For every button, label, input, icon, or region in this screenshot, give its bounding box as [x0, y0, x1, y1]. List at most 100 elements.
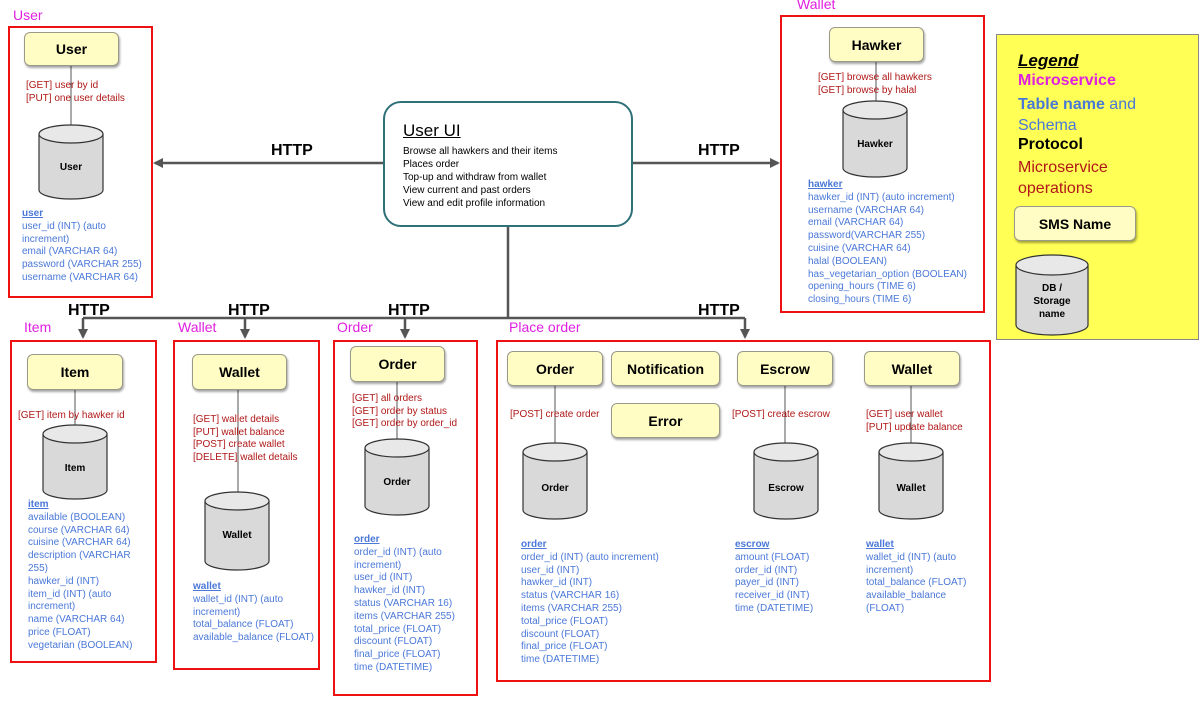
field: items (VARCHAR 255) [354, 610, 455, 622]
field: wallet_id (INT) (auto increment) [866, 551, 957, 576]
legend-protocol: Protocol [1018, 136, 1083, 153]
legend-microservice: Microservice [1018, 72, 1116, 89]
field: time (DATETIME) [354, 661, 433, 673]
section-label-order: Order [337, 319, 373, 335]
table-name: order [521, 539, 547, 550]
field: payer_id (INT) [735, 577, 799, 589]
legend-db-label: name [1039, 309, 1066, 320]
field: password(VARCHAR 255) [808, 230, 926, 242]
field: cuisine (VARCHAR 64) [808, 242, 911, 254]
field: total_price (FLOAT) [521, 615, 609, 627]
field: total_balance (FLOAT) [193, 619, 294, 631]
http-label-user: HTTP [271, 142, 313, 159]
op: [PUT] one user details [26, 92, 125, 104]
db-label: Wallet [222, 530, 252, 541]
field: discount (FLOAT) [521, 628, 600, 640]
field: user_id (INT) (auto increment) [22, 220, 106, 245]
field: course (VARCHAR 64) [28, 524, 130, 536]
schema-user: user user_id (INT) (auto increment) emai… [22, 208, 150, 285]
field: order_id (INT) (auto increment) [521, 551, 659, 563]
legend-table-name: Table name [1018, 96, 1105, 113]
legend-db: DB / Storage name [1015, 254, 1089, 336]
op: [GET] all orders [352, 393, 423, 404]
sms-wallet: Wallet [192, 354, 287, 390]
op: [POST] create order [510, 409, 600, 420]
schema-item: item available (BOOLEAN) course (VARCHAR… [28, 499, 153, 653]
op: [PUT] wallet balance [193, 426, 285, 438]
legend-sms-name: SMS Name [1014, 206, 1136, 241]
section-box-place-order [496, 340, 991, 682]
section-label-item: Item [24, 319, 52, 335]
field: discount (FLOAT) [354, 636, 433, 648]
user-ui-features: Browse all hawkers and their items Place… [403, 145, 558, 210]
ops-item: [GET] item by hawker id [18, 410, 125, 423]
db-label: Order [383, 477, 410, 488]
user-ui-title: User UI [403, 121, 461, 140]
field: time (DATETIME) [735, 602, 814, 614]
section-label-place-order: Place order [509, 319, 581, 335]
schema-hawker: hawker hawker_id (INT) (auto increment) … [808, 179, 983, 307]
op: [DELETE] wallet details [193, 451, 298, 463]
db-place-order-wallet: Wallet [878, 442, 944, 520]
sms-user: User [24, 32, 119, 66]
field: items (VARCHAR 255) [521, 602, 622, 614]
field: order_id (INT) [735, 564, 798, 576]
http-label-hawker: HTTP [698, 142, 740, 159]
field: price (FLOAT) [28, 626, 91, 638]
ops-place-order-order: [POST] create order [510, 409, 599, 422]
table-name: wallet [193, 581, 221, 592]
op: [GET] user wallet [866, 409, 943, 420]
table-name: wallet [866, 539, 894, 550]
field: wallet_id (INT) (auto increment) [193, 593, 284, 618]
db-hawker: Hawker [842, 100, 908, 178]
db-place-order-order: Order [522, 442, 588, 520]
legend-title: Legend [1018, 51, 1079, 70]
sms-place-order-order: Order [507, 351, 603, 386]
field: total_price (FLOAT) [354, 623, 442, 635]
field: email (VARCHAR 64) [808, 217, 904, 229]
db-label: Wallet [896, 483, 926, 494]
db-label: User [60, 162, 82, 173]
db-order: Order [364, 438, 430, 516]
field: name (VARCHAR 64) [28, 614, 125, 626]
sms-escrow: Escrow [737, 351, 833, 386]
db-label: Hawker [857, 139, 893, 150]
table-name: escrow [735, 539, 770, 550]
section-label-user: User [13, 7, 43, 23]
op: [PUT] update balance [866, 421, 963, 433]
ui-feature: View and edit profile information [403, 198, 546, 209]
ops-hawker: [GET] browse all hawkers [GET] browse by… [818, 72, 932, 97]
field: cuisine (VARCHAR 64) [28, 537, 131, 549]
op: [GET] wallet details [193, 414, 280, 425]
section-label-wallet: Wallet [178, 319, 217, 335]
ops-wallet: [GET] wallet details [PUT] wallet balanc… [193, 414, 298, 464]
db-item: Item [42, 424, 108, 500]
schema-escrow: escrow amount (FLOAT) order_id (INT) pay… [735, 539, 855, 616]
field: email (VARCHAR 64) [22, 246, 118, 258]
table-name: user [22, 208, 44, 219]
db-escrow: Escrow [753, 442, 819, 520]
sms-hawker: Hawker [829, 27, 924, 62]
op: [GET] browse all hawkers [818, 72, 932, 83]
table-name: order [354, 534, 380, 545]
field: password (VARCHAR 255) [22, 259, 142, 271]
op: [POST] create wallet [193, 439, 285, 450]
op: [GET] order by order_id [352, 418, 458, 429]
schema-place-order-order: order order_id (INT) (auto increment) us… [521, 539, 681, 667]
field: order_id (INT) (auto increment) [354, 546, 442, 571]
ui-feature: Places order [403, 159, 460, 170]
field: hawker_id (INT) (auto increment) [808, 191, 955, 203]
field: user_id (INT) [521, 564, 580, 576]
ops-user: [GET] user by id [PUT] one user details [26, 80, 125, 105]
db-label: Item [65, 463, 86, 474]
op: [GET] order by status [352, 405, 448, 417]
field: closing_hours (TIME 6) [808, 294, 912, 306]
op: [POST] create escrow [732, 409, 830, 420]
sms-place-order-wallet: Wallet [864, 351, 960, 386]
user-ui-box: User UI Browse all hawkers and their ite… [383, 101, 633, 227]
ops-place-order-wallet: [GET] user wallet [PUT] update balance [866, 409, 963, 434]
field: available_balance (FLOAT) [866, 590, 947, 614]
ops-order: [GET] all orders [GET] order by status [… [352, 393, 457, 431]
section-box-wallet [173, 340, 320, 670]
field: username (VARCHAR 64) [808, 204, 924, 216]
